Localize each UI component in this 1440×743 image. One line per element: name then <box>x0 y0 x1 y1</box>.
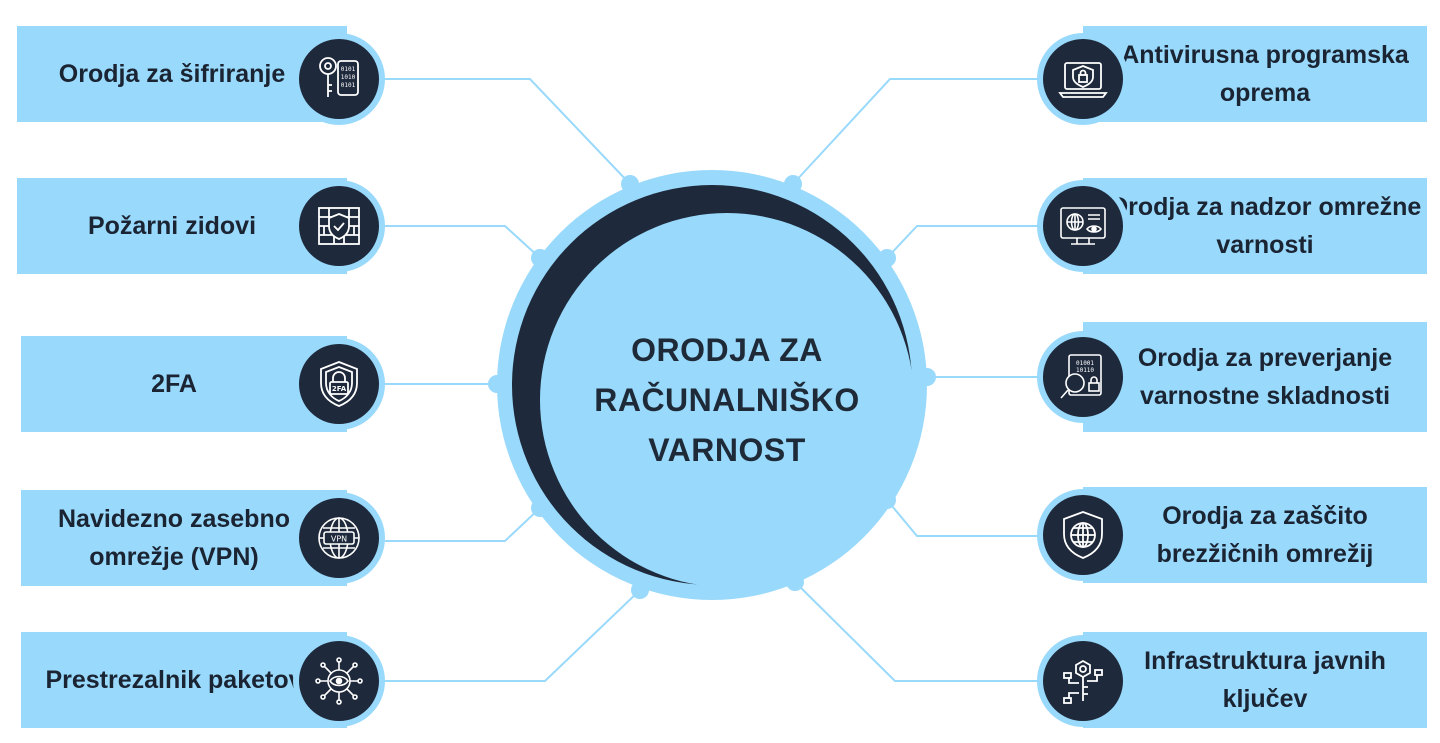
right-item-compliance: Orodja za preverjanje varnostne skladnos… <box>1083 322 1427 432</box>
left-item-label: Orodja za šifriranje <box>58 60 286 88</box>
right-item-label: Infrastruktura javnih ključev <box>1144 647 1386 713</box>
2fa-icon-text: 2FA <box>332 385 347 393</box>
pki-key-icon <box>1043 641 1123 721</box>
right-item-pki: Infrastruktura javnih ključev <box>1083 632 1427 728</box>
left-item-packet-sniffer: Prestrezalnik paketov <box>21 632 347 728</box>
2fa-shield-icon: 2FA <box>299 344 379 424</box>
svg-text:01001: 01001 <box>1076 360 1094 367</box>
encryption-key-icon: 0101 1010 0101 <box>299 39 379 119</box>
right-item-network-monitor: Orodja za nadzor omrežne varnosti <box>1083 178 1427 274</box>
connector-right-5 <box>794 581 1040 682</box>
firewall-icon <box>299 186 379 266</box>
packet-sniffer-icon <box>299 641 379 721</box>
svg-text:0101: 0101 <box>341 66 356 73</box>
connector-right-2 <box>886 225 1040 259</box>
left-item-vpn: Navidezno zasebno omrežje (VPN) <box>21 490 347 586</box>
right-item-label: Antivirusna programska oprema <box>1121 41 1409 107</box>
connector-right-4 <box>886 499 1040 537</box>
connector-left-2 <box>385 225 541 259</box>
connector-left-5 <box>385 589 641 682</box>
wireless-shield-icon <box>1043 495 1123 575</box>
right-item-label: Orodja za nadzor omrežne varnosti <box>1108 193 1422 259</box>
center-title: ORODJA ZA RAČUNALNIŠKO VARNOST <box>594 332 860 468</box>
center-ring: ORODJA ZA RAČUNALNIŠKO VARNOST <box>512 185 914 587</box>
left-item-2fa: 2FA <box>21 336 347 432</box>
right-item-label: Orodja za preverjanje varnostne skladnos… <box>1137 344 1393 410</box>
vpn-icon-text: VPN <box>331 535 347 544</box>
antivirus-laptop-icon <box>1043 39 1123 119</box>
connector-left-1 <box>385 78 631 185</box>
right-item-wireless: Orodja za zaščito brezžičnih omrežij <box>1083 487 1427 583</box>
right-item-label: Orodja za zaščito brezžičnih omrežij <box>1156 502 1374 568</box>
left-item-label: Navidezno zasebno omrežje (VPN) <box>58 505 290 571</box>
left-item-firewall: Požarni zidovi <box>17 178 347 274</box>
vpn-globe-icon: VPN <box>299 498 379 578</box>
right-item-antivirus: Antivirusna programska oprema <box>1083 26 1427 122</box>
svg-text:0101: 0101 <box>341 82 356 89</box>
connector-right-1 <box>792 78 1040 185</box>
left-item-label: Požarni zidovi <box>87 212 257 240</box>
connector-left-4 <box>385 507 541 542</box>
compliance-audit-icon: 01001 10110 <box>1043 337 1123 417</box>
left-item-label: Prestrezalnik paketov <box>45 666 303 694</box>
svg-text:1010: 1010 <box>341 74 356 81</box>
center-core: ORODJA ZA RAČUNALNIŠKO VARNOST <box>540 213 914 587</box>
svg-text:10110: 10110 <box>1076 367 1094 374</box>
center-hub: ORODJA ZA RAČUNALNIŠKO VARNOST <box>497 170 927 600</box>
left-item-label: 2FA <box>151 370 197 398</box>
network-monitor-icon <box>1043 186 1123 266</box>
left-item-encryption: Orodja za šifriranje <box>17 26 347 122</box>
